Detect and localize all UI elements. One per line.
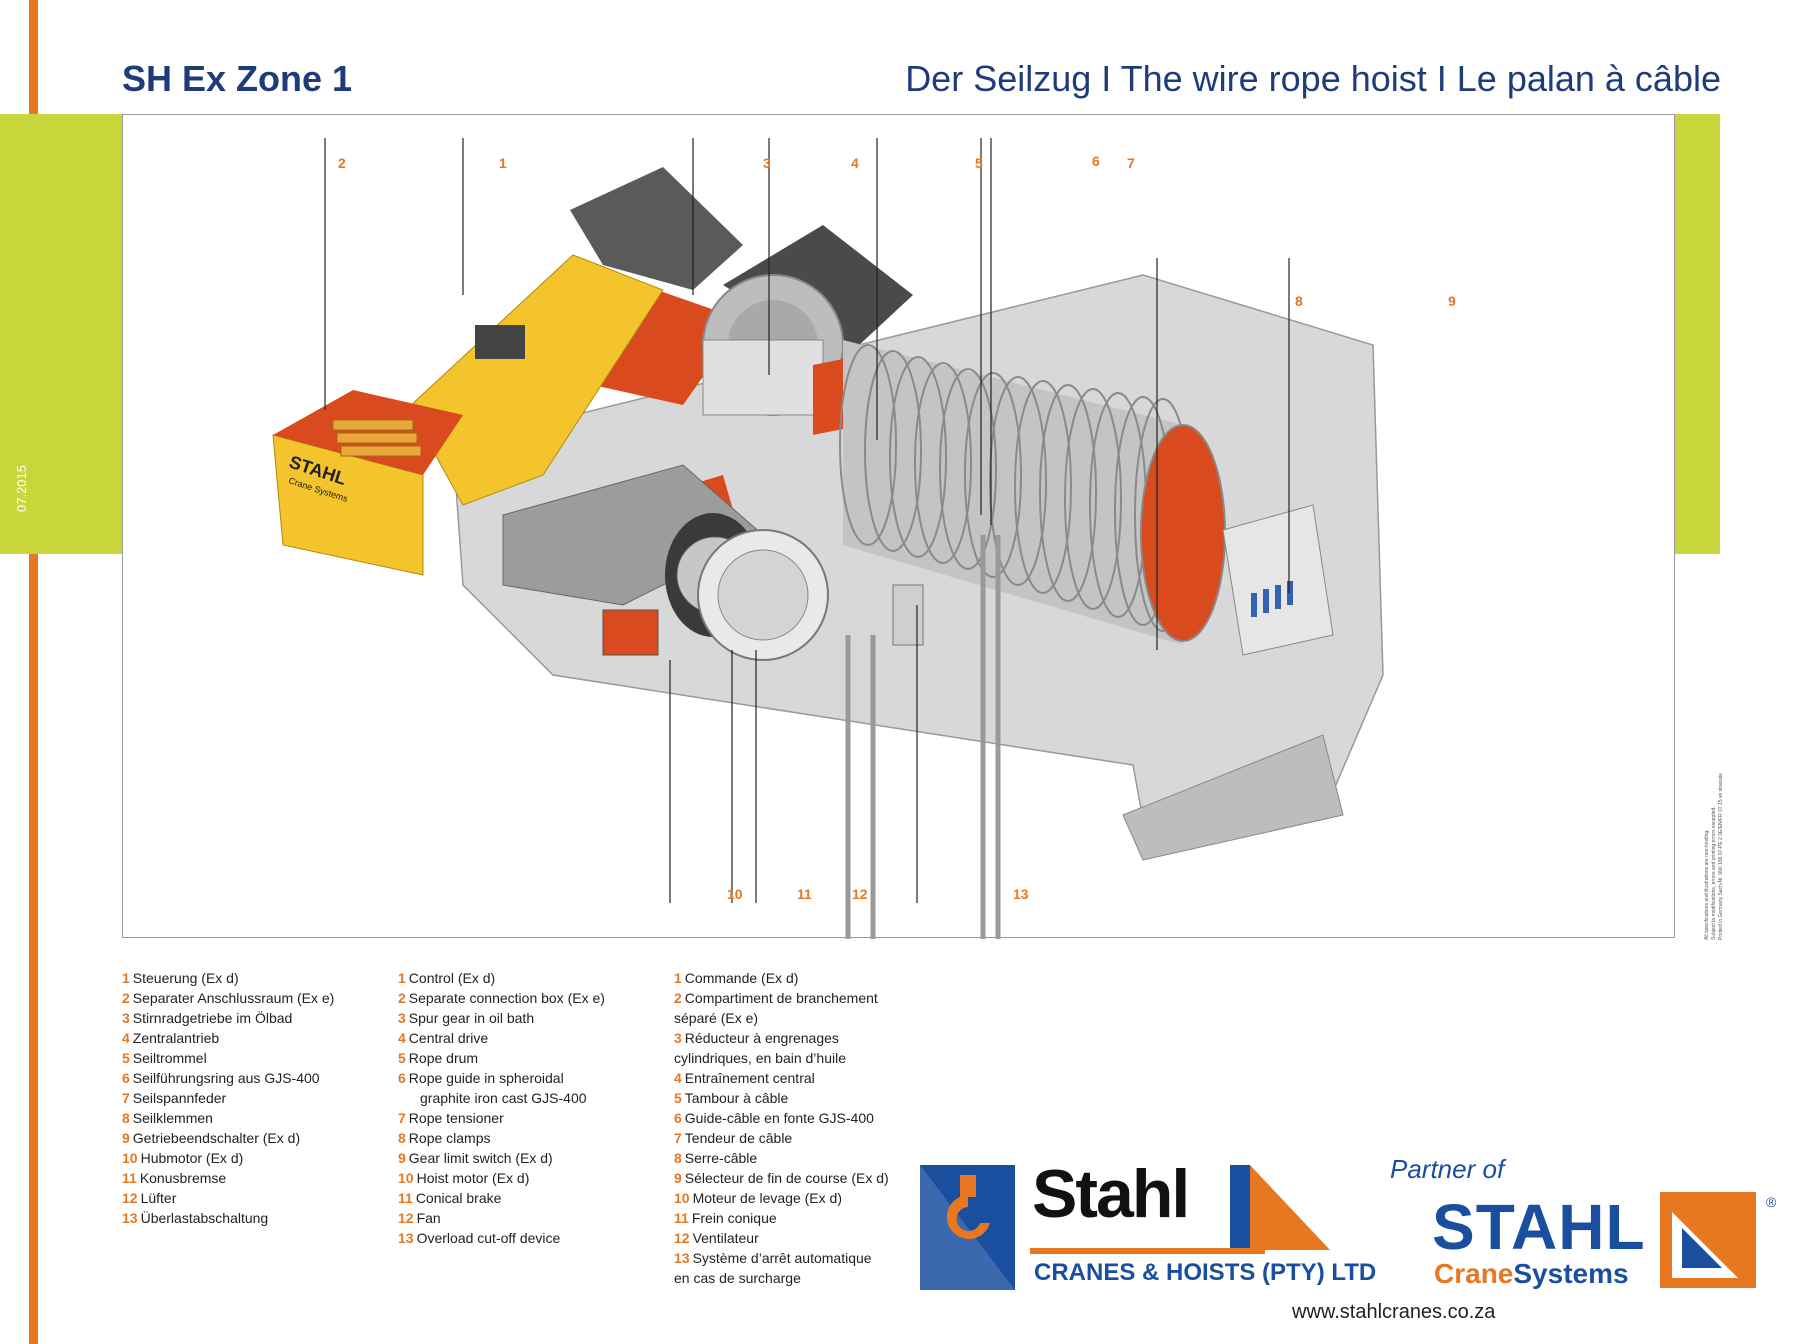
callout-1: 1 [499, 155, 507, 171]
hoist-cutaway-drawing: STAHL Crane Systems [272, 138, 1384, 939]
stahl-triangle-emblem-icon [1660, 1192, 1756, 1288]
callout-10: 10 [727, 886, 743, 902]
legend-item-continuation: en cas de surcharge [674, 1270, 801, 1286]
stahl-logo-wordmark: Stahl [1032, 1156, 1190, 1232]
partner-crane-word: Crane [1434, 1258, 1514, 1289]
website-link[interactable]: www.stahlcranes.co.za [1292, 1301, 1496, 1323]
partner-stahl-wordmark: STAHL [1432, 1191, 1646, 1263]
callout-8: 8 [1295, 293, 1303, 309]
callout-7: 7 [1127, 155, 1135, 171]
callout-12: 12 [852, 886, 868, 902]
partner-crane-systems: CraneSystems [1434, 1258, 1629, 1290]
callout-2: 2 [338, 155, 346, 171]
page-title: SH Ex Zone 1 [122, 58, 353, 99]
left-orange-stripe [29, 0, 38, 1344]
callout-13: 13 [1013, 886, 1029, 902]
stahl-cranes-hoists-logo: Stahl CRANES & HOISTS (PTY) LTD [920, 1155, 1376, 1295]
fineprint: All specifications and illustrations are… [1704, 773, 1725, 940]
page-subtitle: Der Seilzug I The wire rope hoist I Le p… [905, 58, 1721, 99]
callout-4: 4 [851, 155, 859, 171]
registered-mark: ® [1766, 1194, 1777, 1210]
fineprint-line: All specifications and illustrations are… [1704, 829, 1710, 940]
fineprint-line: Printed in Germany Sach-Nr. 990 186 07-P… [1718, 772, 1724, 940]
left-green-band [0, 114, 122, 554]
stahl-logo-subtitle: CRANES & HOISTS (PTY) LTD [1034, 1259, 1377, 1286]
callout-3: 3 [763, 155, 771, 171]
side-date: 07.2015 [14, 465, 29, 512]
legend-item-continuation: graphite iron cast GJS-400 [420, 1090, 587, 1106]
right-green-band [1675, 114, 1720, 554]
partner-systems-word: Systems [1513, 1258, 1629, 1289]
partner-logo: Partner of STAHL CraneSystems ® [1390, 1150, 1780, 1300]
fineprint-line: Subject to modifications, errors and pri… [1711, 806, 1717, 940]
callout-9: 9 [1448, 293, 1456, 309]
legend-item-continuation: séparé (Ex e) [674, 1010, 759, 1026]
callout-6: 6 [1092, 153, 1100, 169]
legend-item-continuation: cylindriques, en bain d’huile [674, 1050, 846, 1066]
hoist-illustration: STAHL Crane Systems [122, 114, 1675, 939]
partner-of-label: Partner of [1390, 1154, 1505, 1184]
callout-11: 11 [797, 886, 812, 902]
callout-5: 5 [975, 155, 983, 171]
crane-hook-emblem-icon [920, 1165, 1330, 1290]
